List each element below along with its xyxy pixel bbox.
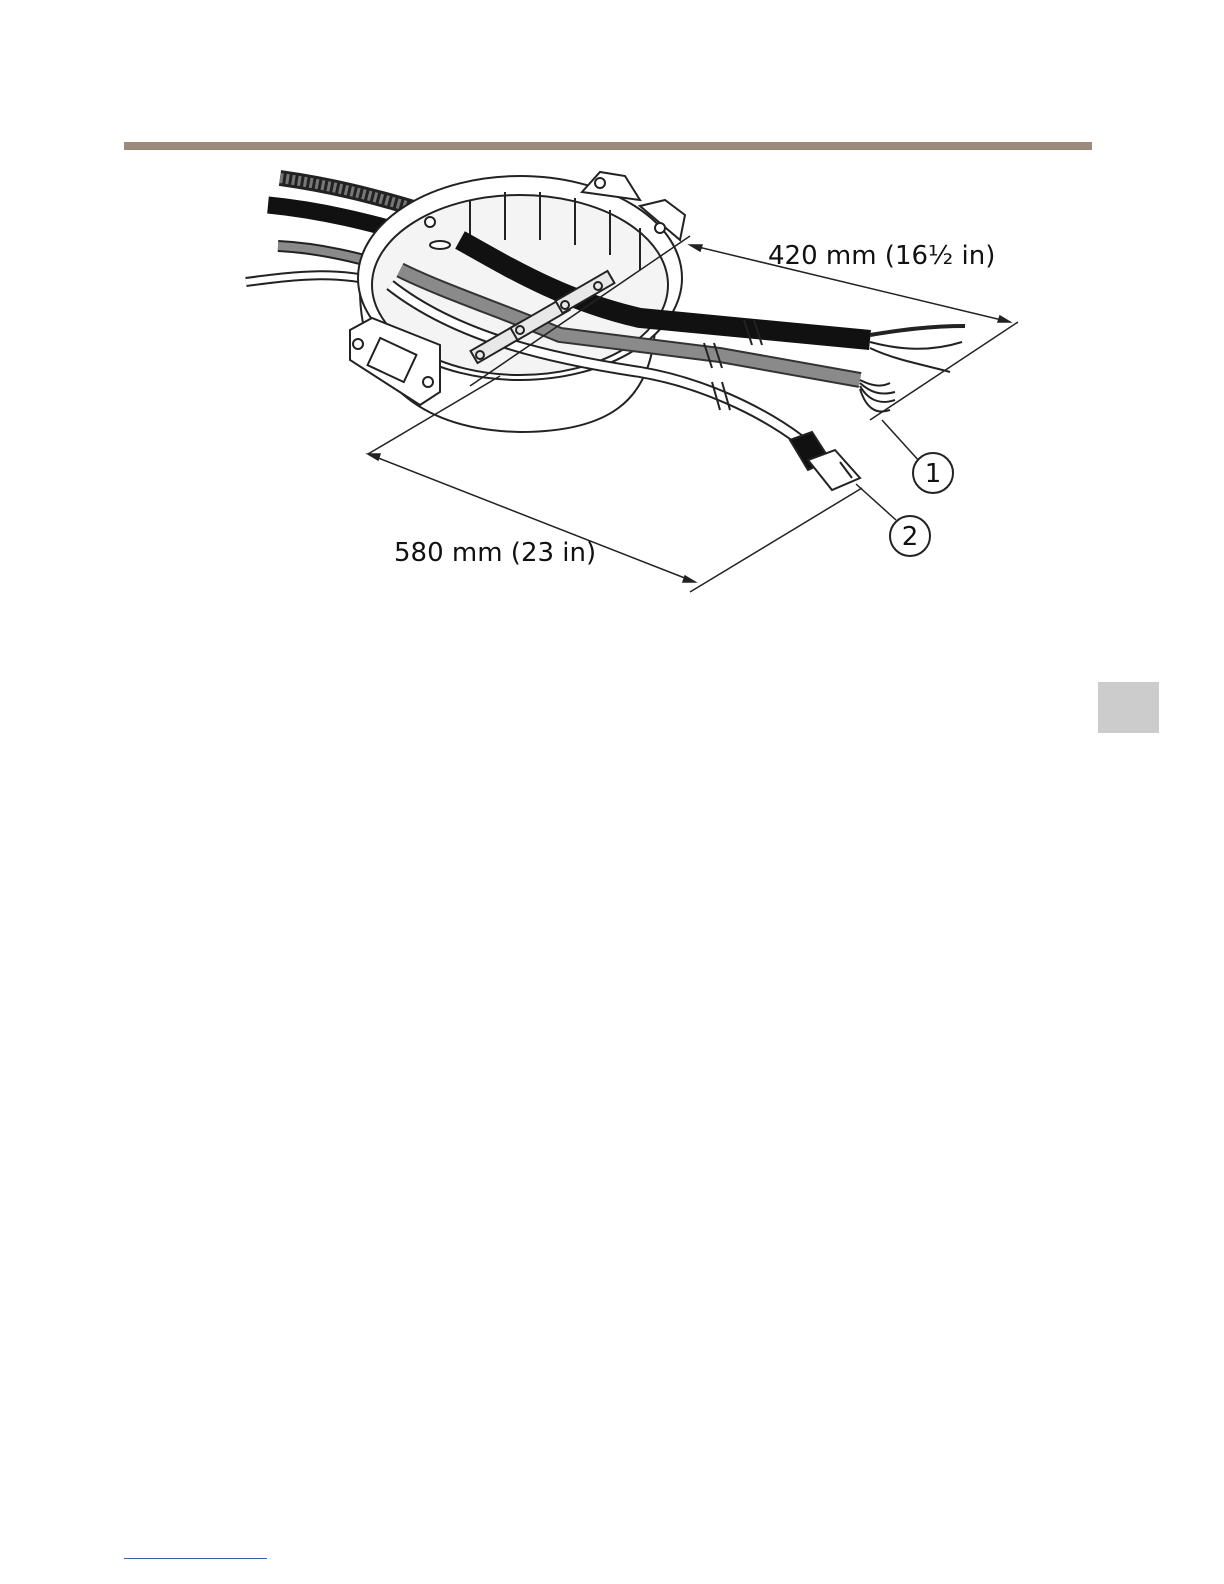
stripped-wires	[860, 326, 965, 412]
footer-rule	[124, 1558, 267, 1559]
rj45-connector	[790, 432, 860, 490]
callout-2-label: 2	[902, 522, 919, 552]
mounting-housing	[350, 172, 685, 432]
dimension-bottom-label: 580 mm (23 in)	[394, 538, 596, 568]
callout-1-label: 1	[925, 459, 942, 489]
cable-installation-illustration: 420 mm (16½ in) 580 mm (23 in) 1 2	[0, 0, 1224, 640]
callout-1: 1	[913, 453, 953, 493]
chapter-tab	[1098, 682, 1159, 733]
dimension-top-label: 420 mm (16½ in)	[768, 241, 995, 271]
callout-2: 2	[890, 516, 930, 556]
